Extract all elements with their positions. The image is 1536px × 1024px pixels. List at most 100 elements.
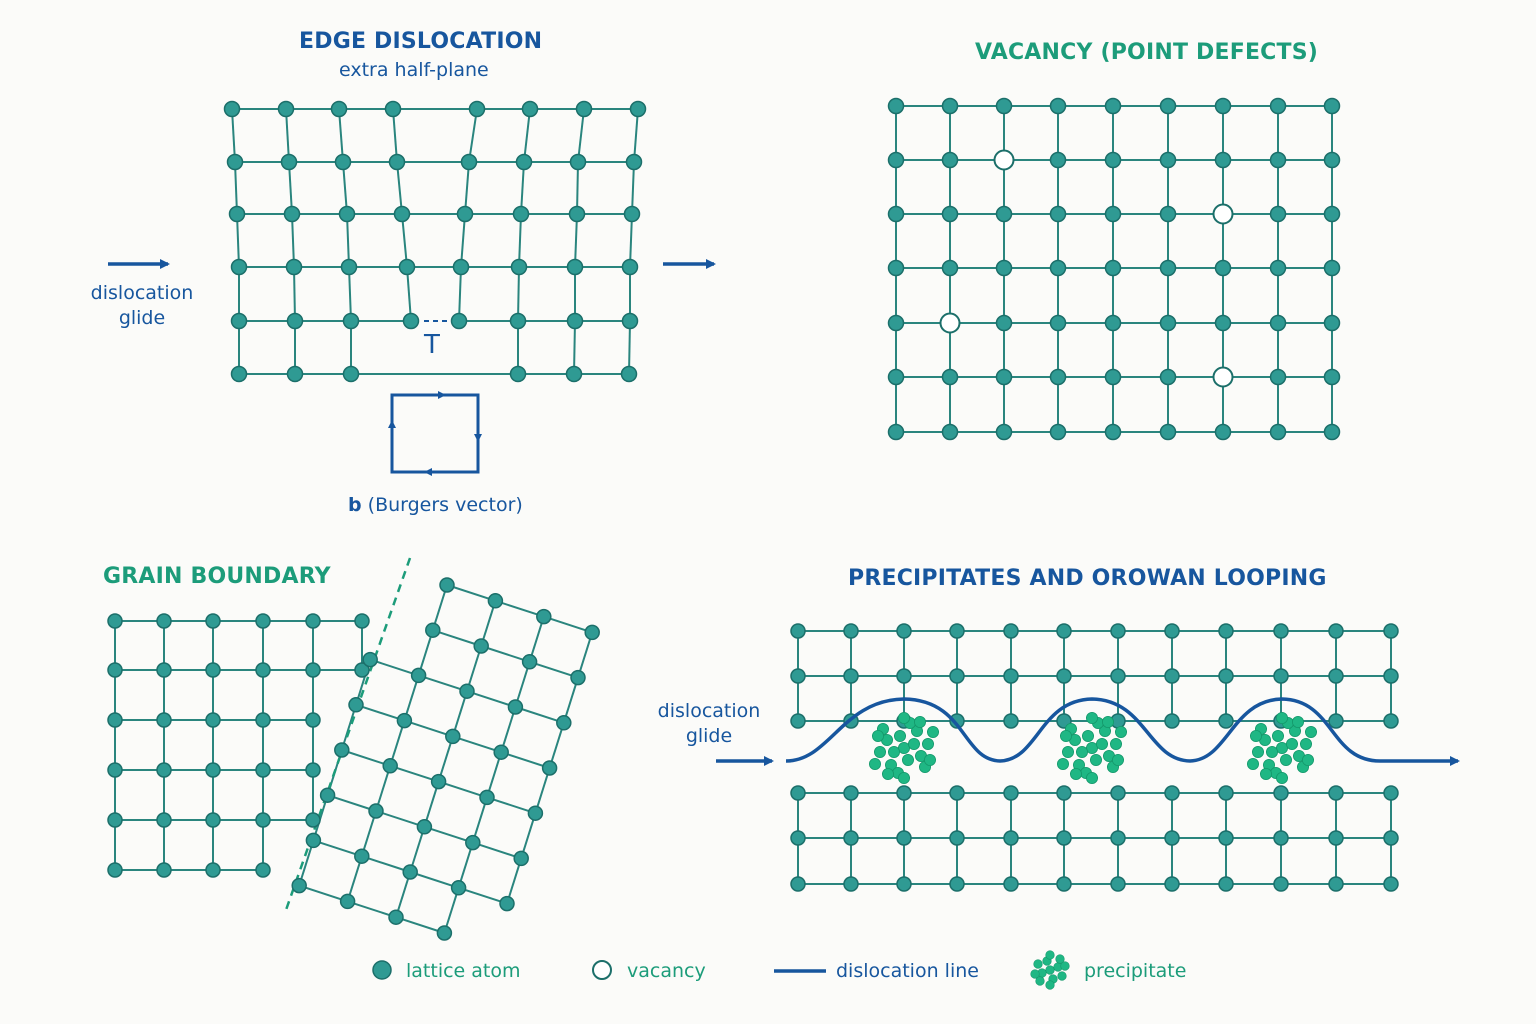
bond: [574, 213, 578, 268]
precipitate-particle: [1112, 754, 1125, 767]
lattice-atom: [1159, 259, 1177, 277]
bond: [518, 213, 522, 268]
lattice-atom: [452, 258, 470, 276]
bond: [401, 213, 408, 268]
bond: [576, 161, 579, 215]
lattice-atom: [995, 205, 1013, 223]
burgers-symbol: b: [348, 494, 362, 516]
bond: [395, 916, 445, 934]
lattice-atom: [228, 205, 246, 223]
precipitate-particle: [1305, 726, 1318, 739]
lattice-atom: [1110, 830, 1126, 846]
lattice-atom: [1383, 623, 1399, 639]
bond: [534, 767, 551, 814]
lattice-atom: [460, 153, 478, 171]
lattice-atom: [509, 365, 527, 383]
legend-precipitate-icon: [1035, 976, 1045, 986]
lattice-atom: [1049, 423, 1067, 441]
legend-precipitate-icon: [1045, 950, 1055, 960]
lattice-atom: [1110, 623, 1126, 639]
precipitate-particle: [898, 772, 911, 785]
lattice-atom: [1049, 205, 1067, 223]
lattice-atom: [493, 744, 509, 760]
bond: [514, 661, 531, 708]
lattice-atom: [1218, 713, 1234, 729]
lattice-atom: [621, 312, 639, 330]
lattice-atom: [255, 762, 271, 778]
lattice-atom: [790, 830, 806, 846]
burgers-vector-label: b (Burgers vector): [348, 494, 523, 516]
bond: [443, 887, 460, 934]
lattice-atom: [255, 812, 271, 828]
lattice-atom: [1104, 368, 1122, 386]
legend-precipitate-label: precipitate: [1084, 960, 1187, 982]
lattice-atom: [283, 205, 301, 223]
lattice-atom: [1218, 830, 1234, 846]
precipitate-particle: [869, 758, 882, 771]
precipitate-particle: [914, 716, 927, 729]
lattice-atom: [887, 205, 905, 223]
lattice-atom: [1003, 668, 1019, 684]
legend-line-label: dislocation line: [836, 960, 979, 982]
lattice-atom: [459, 683, 475, 699]
lattice-atom: [515, 153, 533, 171]
bond: [389, 720, 406, 767]
precipitate-particle: [1280, 754, 1293, 767]
arrows: [108, 259, 774, 766]
lattice-atom: [1159, 205, 1177, 223]
lattice-atom: [465, 834, 481, 851]
lattice-atom: [305, 613, 321, 629]
lattice-atom: [790, 876, 806, 892]
lattice-atom: [1323, 205, 1341, 223]
bond: [451, 690, 468, 737]
precipitate-particle: [1247, 758, 1260, 771]
precipitate-particle: [1266, 746, 1279, 759]
lattice-atom: [362, 651, 378, 668]
lattice-atom: [1328, 876, 1344, 892]
lattice-atom: [521, 654, 538, 670]
bond: [361, 855, 411, 873]
precipitate-particle: [1076, 746, 1089, 759]
lattice-atom: [107, 712, 123, 728]
lattice-atom: [941, 205, 959, 223]
lattice-atom: [790, 668, 806, 684]
precipitate-particle: [922, 738, 935, 751]
bond: [486, 751, 503, 798]
lattice-atom: [156, 613, 172, 629]
bond: [341, 749, 391, 767]
lattice-atom: [941, 97, 959, 115]
grain-boundary-line: [284, 557, 412, 911]
precipitate-particle: [1276, 772, 1289, 785]
lattice-atom: [1323, 97, 1341, 115]
lattice-atom: [621, 258, 639, 276]
bond: [480, 645, 530, 663]
lattice-atom: [1164, 668, 1180, 684]
lattice-atom: [368, 803, 384, 819]
precipitate-particle: [1062, 746, 1075, 759]
lattice-atom: [1328, 830, 1344, 846]
bond: [486, 796, 536, 815]
lattice-atom: [305, 762, 321, 778]
lattice-atom: [393, 205, 411, 223]
lattice-atom: [536, 608, 552, 625]
bond: [389, 764, 439, 783]
lattice-atom: [1056, 668, 1072, 684]
lattice-atom: [1218, 785, 1234, 801]
lattice-atom: [843, 830, 859, 846]
bond: [633, 108, 639, 163]
lattice-atom: [156, 762, 172, 778]
bond: [520, 812, 537, 859]
lattice-atom: [1003, 623, 1019, 639]
lattice-atom: [277, 100, 295, 118]
lattice-atom: [584, 624, 600, 641]
lattice-atom: [319, 787, 336, 803]
bond: [375, 810, 425, 828]
bond: [520, 161, 525, 215]
bond: [562, 677, 579, 724]
lattice-atom: [1323, 314, 1341, 332]
precipitate-particle: [1057, 758, 1070, 771]
lattice-atom: [402, 312, 420, 330]
grain-boundary-title: GRAIN BOUNDARY: [103, 564, 331, 589]
lattice-atom: [342, 312, 360, 330]
precipitate-particle: [1286, 738, 1299, 751]
